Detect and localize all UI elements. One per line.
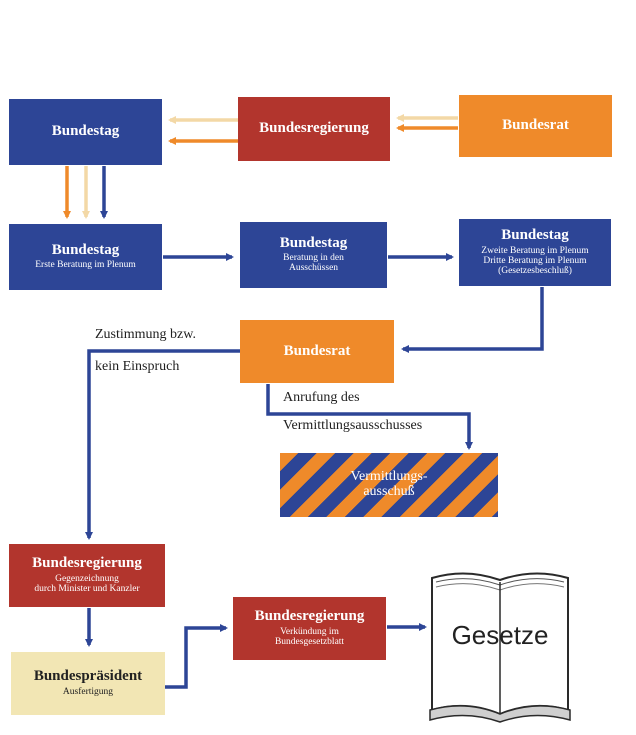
box-gegenzeichnung: Bundesregierung Gegenzeichnung durch Min… — [9, 544, 165, 607]
box-subtitle-2: Ausschüssen — [288, 263, 339, 274]
book-gesetze: Gesetze — [428, 568, 572, 724]
box-title: Bundestag — [279, 234, 348, 251]
box-title: Bundesregierung — [259, 120, 369, 137]
box-erste-beratung: Bundestag Erste Beratung im Plenum — [9, 224, 162, 290]
box-title-1: Vermittlungs- — [350, 469, 428, 485]
box-subtitle-2: Bundesgesetzblatt — [274, 636, 345, 647]
arrow-bundesrat-to-vermittlung — [266, 384, 473, 450]
box-subtitle: Erste Beratung im Plenum — [35, 260, 136, 271]
box-bundespraesident: Bundespräsident Ausfertigung — [11, 652, 165, 715]
box-subtitle-2: Dritte Beratung im Plenum — [483, 255, 587, 266]
box-bundesrat-mid: Bundesrat — [240, 320, 394, 383]
box-title: Bundesregierung — [32, 555, 142, 572]
box-title: Bundesrat — [283, 342, 351, 359]
label-anrufung-2: Vermittlungsausschusses — [283, 418, 423, 433]
box-subtitle-1: Gegenzeichnung — [55, 573, 119, 584]
box-subtitle: Ausfertigung — [62, 686, 114, 697]
box-subtitle-1: Beratung in den — [283, 253, 344, 264]
box-subtitle-3: (Gesetzesbeschluß) — [498, 265, 572, 276]
arrow-zweite-to-bundesrat — [401, 287, 544, 353]
box-title: Bundespräsident — [33, 668, 143, 685]
box-bundesrat-top: Bundesrat — [459, 95, 612, 157]
box-subtitle-1: Verkündung im — [280, 626, 339, 637]
box-subtitle-2: durch Minister und Kanzler — [34, 583, 140, 594]
box-title-2: ausschuß — [363, 484, 415, 499]
box-title: Bundestag — [501, 227, 569, 244]
box-title: Bundestag — [51, 241, 120, 258]
box-bundesregierung-top: Bundesregierung — [238, 97, 390, 161]
label-zustimmung-1: Zustimmung bzw. — [95, 327, 196, 342]
box-vermittlungsausschuss: Vermittlungs- ausschuß — [280, 453, 498, 517]
box-title: Bundesregierung — [254, 608, 365, 625]
box-subtitle-1: Zweite Beratung im Plenum — [481, 245, 589, 256]
arrow-bundespraesident-to-verkuendung — [165, 624, 228, 689]
box-title: Bundesrat — [502, 117, 569, 134]
label-zustimmung-2: kein Einspruch — [95, 359, 180, 374]
box-verkuendung: Bundesregierung Verkündung im Bundesgese… — [233, 597, 386, 660]
book-title: Gesetze — [451, 620, 549, 650]
box-bundestag-top: Bundestag — [9, 99, 162, 165]
book-icon — [429, 572, 571, 723]
arrow-bundesrat-to-gegenzeichnung — [85, 349, 240, 540]
box-title: Bundestag — [51, 123, 120, 140]
box-zweite-beratung: Bundestag Zweite Beratung im Plenum Drit… — [459, 219, 611, 286]
label-anrufung-1: Anrufung des — [283, 390, 360, 405]
box-ausschuesse: Bundestag Beratung in den Ausschüssen — [240, 222, 387, 288]
